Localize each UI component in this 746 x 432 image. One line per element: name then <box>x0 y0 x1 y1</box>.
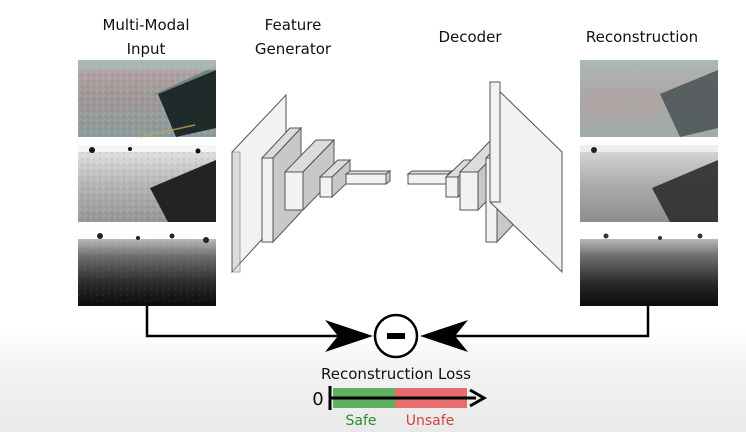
feature-generator-title-line2: Generator <box>255 40 332 58</box>
recon-rgb-image <box>580 60 718 137</box>
decoder-network <box>406 80 563 274</box>
input-rgb-image <box>78 60 216 138</box>
decoder-title: Decoder <box>438 28 502 46</box>
safe-label: Safe <box>345 413 376 429</box>
loss-scale-bar <box>328 386 488 410</box>
minus-circle-icon <box>373 313 419 359</box>
recon-grayscale-image <box>580 145 718 222</box>
unsafe-label: Unsafe <box>406 413 455 429</box>
loss-connector <box>145 306 650 359</box>
scale-zero-label: 0 <box>312 389 323 410</box>
reconstruction-image-stack <box>580 60 718 306</box>
left-arrowhead-icon <box>325 320 373 352</box>
recon-depth-image <box>580 229 718 306</box>
input-image-stack <box>78 60 216 306</box>
input-grayscale-image <box>78 145 216 222</box>
reconstruction-title: Reconstruction <box>586 28 698 46</box>
reconstruction-loss-label: Reconstruction Loss <box>321 365 471 383</box>
feature-generator-title-line1: Feature <box>265 16 322 34</box>
right-arrowhead-icon <box>420 320 468 352</box>
input-title-line1: Multi-Modal <box>102 16 189 34</box>
input-depth-image <box>78 229 216 306</box>
input-title-line2: Input <box>127 40 166 58</box>
feature-generator-network <box>231 93 392 274</box>
scale-arrowhead-icon <box>469 388 488 408</box>
